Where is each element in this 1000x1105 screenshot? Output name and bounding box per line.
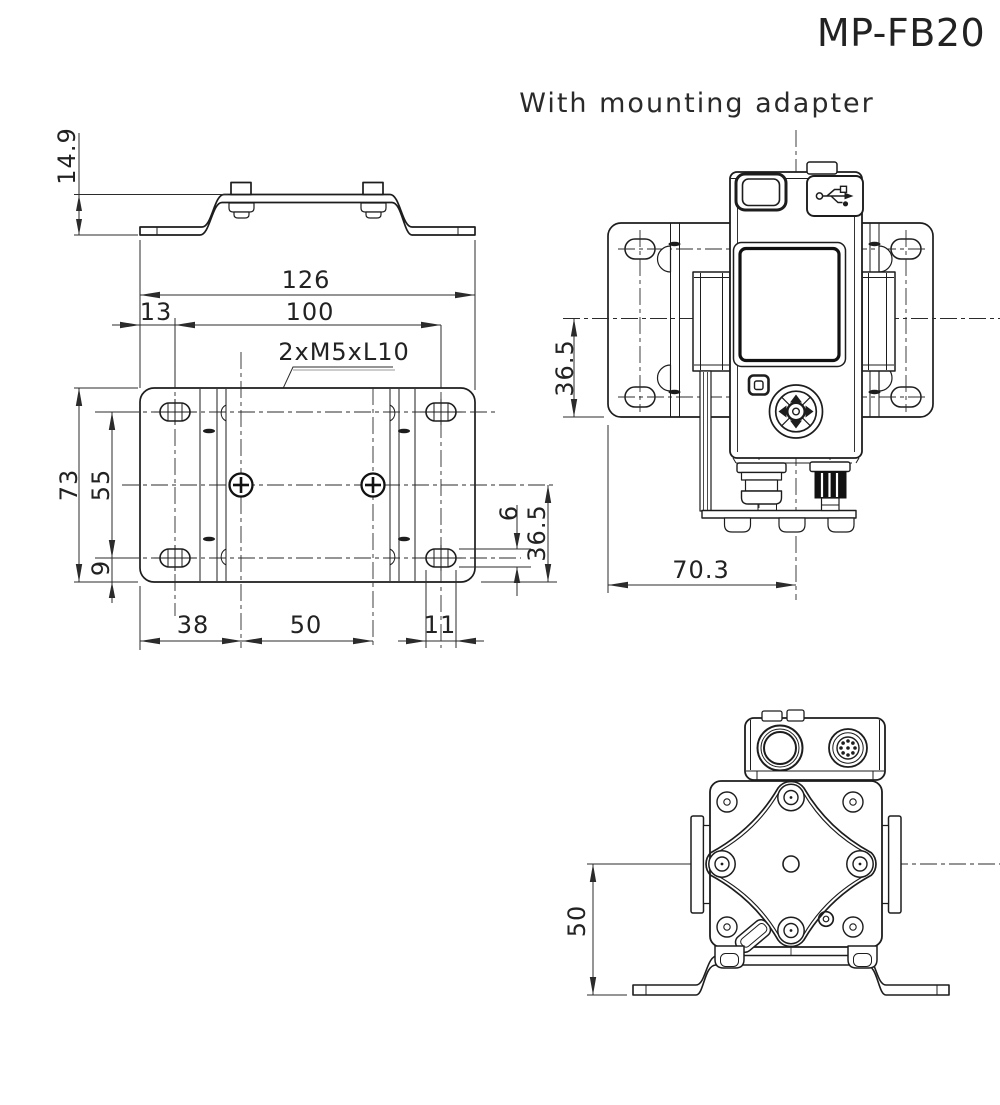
head-tab (761, 710, 783, 722)
boss-screw (777, 916, 805, 945)
front-view-with-adapter: 36.5 70.3 (551, 130, 1000, 600)
usb-icon (815, 185, 854, 207)
arrow-right-icon (805, 405, 814, 418)
cable-gland (736, 435, 787, 511)
dim-label-100: 100 (286, 298, 335, 326)
dim-plate-left: 73 55 9 (55, 387, 138, 603)
mounting-slot (154, 545, 196, 571)
page-title: MP-FB20 (817, 11, 985, 55)
corner-screw (842, 791, 864, 813)
m5-screw (360, 472, 386, 498)
fiber-rod (699, 370, 712, 512)
arrow-down-icon (790, 420, 802, 429)
foot (827, 517, 855, 533)
pump-head-cover (705, 780, 877, 948)
foot-tab (847, 945, 878, 969)
dim-front-center-offset: 36.5 (551, 318, 604, 418)
bracket-profile-bottom (632, 954, 950, 996)
dim-label-6: 6 (495, 505, 523, 521)
bracket-stud (230, 181, 252, 196)
view-subtitle: With mounting adapter (519, 88, 875, 119)
dim-label-13: 13 (140, 298, 173, 326)
thread-callout-label: 2xM5xL10 (278, 338, 410, 366)
mounting-slot (420, 399, 462, 425)
adapter-plate-top-view (122, 342, 556, 648)
dim-bottom-height: 50 (563, 864, 627, 996)
nav-pad (768, 384, 824, 439)
m12-connector (809, 435, 851, 512)
dim-label-38: 38 (177, 611, 210, 639)
display-screen (732, 241, 847, 368)
boss-screw (846, 850, 874, 878)
captive-screw (228, 202, 255, 213)
dim-label-9: 9 (87, 560, 115, 576)
arrow-left-icon (778, 405, 787, 418)
dim-plate-right: 6 36.5 (459, 485, 557, 596)
bottom-view: 50 (563, 709, 1000, 996)
dim-label-50: 50 (290, 611, 323, 639)
dim-bracket-height: 14.9 (53, 127, 228, 236)
mounting-slot (154, 399, 196, 425)
boss-screw (708, 850, 736, 878)
corner-screw (842, 916, 864, 938)
drain-port (817, 910, 835, 928)
mode-button (747, 374, 770, 396)
captive-screw (360, 202, 387, 213)
corner-screw (716, 916, 738, 938)
dim-label-50-bottom: 50 (563, 905, 591, 938)
side-clamp-right (861, 271, 896, 372)
m5-screw (228, 472, 254, 498)
dim-label-126: 126 (282, 266, 331, 294)
thread-callout: 2xM5xL10 (246, 338, 410, 467)
boss-screw (777, 783, 805, 812)
corner-screw (716, 791, 738, 813)
side-clamp-left (692, 271, 731, 372)
cable-gland-port (756, 724, 804, 772)
foot (778, 517, 806, 533)
dim-label-55: 55 (87, 469, 115, 502)
arrow-up-icon (790, 394, 802, 403)
dim-label-14-9: 14.9 (53, 127, 81, 184)
mounting-slot (420, 545, 462, 571)
dim-overall-width: 126 (139, 240, 476, 390)
dim-front-width: 70.3 (607, 425, 796, 593)
dim-hole-pitch-row: 13 100 (112, 298, 442, 392)
dim-plate-bottom: 38 50 11 (139, 570, 484, 650)
center-port (782, 855, 800, 873)
dim-label-70-3: 70.3 (672, 556, 729, 584)
dim-label-11: 11 (424, 611, 457, 639)
bracket-profile (139, 193, 476, 236)
bracket-side-view: 14.9 (53, 127, 476, 236)
base-plate (701, 509, 857, 519)
dim-label-73: 73 (55, 469, 83, 502)
m12-connector-port (828, 728, 868, 768)
side-flange-right (880, 815, 902, 914)
side-flange-left (690, 815, 712, 914)
bracket-stud (362, 181, 384, 196)
foot-tab (714, 945, 745, 969)
foot (723, 517, 752, 533)
dim-label-36-5-plate: 36.5 (523, 504, 551, 561)
head-tab (786, 709, 805, 722)
top-tab (806, 161, 838, 175)
dim-label-36-5-front: 36.5 (551, 339, 579, 396)
usb-door-latch (734, 172, 788, 212)
